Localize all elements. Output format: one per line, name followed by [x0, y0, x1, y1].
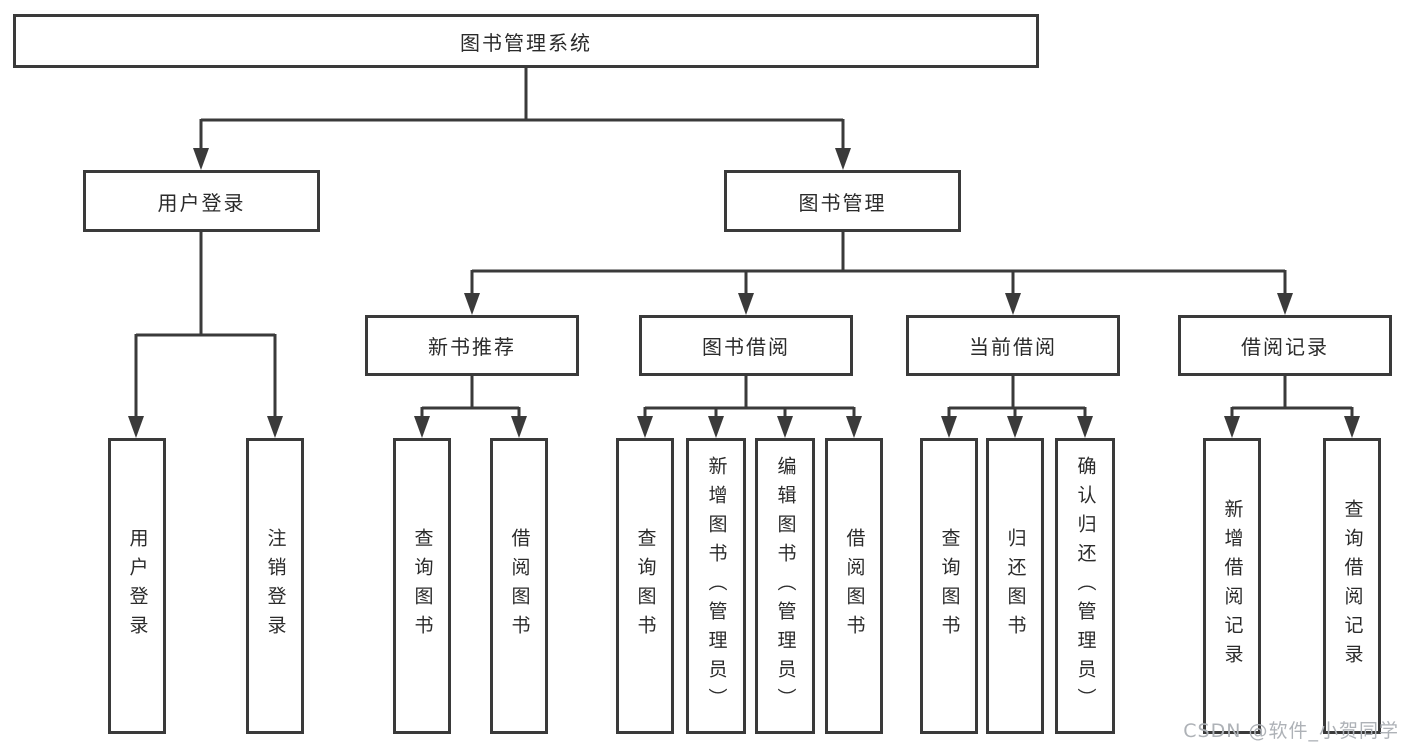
- node-label: 新增借阅记录: [1221, 499, 1244, 673]
- node-new-book-recommend: 新书推荐: [365, 315, 579, 376]
- node-user-login: 用户登录: [83, 170, 320, 232]
- node-label: 查询图书: [411, 528, 434, 644]
- connector-book-management: [470, 230, 1287, 296]
- node-label: 查询图书: [938, 528, 961, 644]
- node-label: 新书推荐: [428, 335, 516, 359]
- csdn-watermark: CSDN @软件_小贺同学: [1183, 720, 1399, 742]
- leaf-return-books: 归还图书: [986, 438, 1044, 734]
- connector-user-login: [134, 230, 277, 418]
- node-label: 确认归还（管理员）: [1074, 455, 1097, 717]
- leaf-add-borrow-record: 新增借阅记录: [1203, 438, 1261, 734]
- node-label: 新增图书（管理员）: [705, 455, 728, 717]
- connector-borrow-record: [1230, 374, 1354, 417]
- node-label: 注销登录: [264, 528, 287, 644]
- leaf-logout: 注销登录: [246, 438, 304, 734]
- node-label: 借阅图书: [843, 528, 866, 644]
- leaf-user-login: 用户登录: [108, 438, 166, 734]
- node-borrow-records: 借阅记录: [1178, 315, 1392, 376]
- leaf-query-borrow-record: 查询借阅记录: [1323, 438, 1381, 734]
- node-label: 用户登录: [126, 528, 149, 644]
- node-book-borrow: 图书借阅: [639, 315, 853, 376]
- leaf-confirm-return-admin: 确认归还（管理员）: [1055, 438, 1115, 734]
- leaf-query-books-recommend: 查询图书: [393, 438, 451, 734]
- leaf-query-books-current: 查询图书: [920, 438, 978, 734]
- leaf-edit-books-admin: 编辑图书（管理员）: [755, 438, 815, 734]
- arrowheads: [128, 148, 1360, 438]
- connector-book-borrow: [643, 374, 856, 417]
- connector-new-book: [420, 374, 521, 417]
- node-library-management-system: 图书管理系统: [13, 14, 1039, 68]
- node-label: 查询图书: [634, 528, 657, 644]
- node-label: 借阅记录: [1241, 335, 1329, 359]
- node-label: 用户登录: [157, 190, 246, 215]
- connector-current-borrow: [947, 374, 1087, 417]
- node-label: 借阅图书: [508, 528, 531, 644]
- leaf-borrow-books-recommend: 借阅图书: [490, 438, 548, 734]
- node-label: 编辑图书（管理员）: [774, 455, 797, 717]
- node-label: 图书借阅: [702, 335, 790, 359]
- node-label: 图书管理系统: [460, 30, 592, 55]
- node-label: 图书管理: [798, 190, 887, 215]
- node-label: 查询借阅记录: [1341, 499, 1364, 673]
- node-book-management: 图书管理: [724, 170, 961, 232]
- leaf-add-books-admin: 新增图书（管理员）: [686, 438, 746, 734]
- node-current-borrow: 当前借阅: [906, 315, 1120, 376]
- node-label: 归还图书: [1004, 528, 1027, 644]
- connector-root: [199, 66, 845, 150]
- node-label: 当前借阅: [969, 335, 1057, 359]
- leaf-query-books-borrow: 查询图书: [616, 438, 674, 734]
- leaf-borrow-books: 借阅图书: [825, 438, 883, 734]
